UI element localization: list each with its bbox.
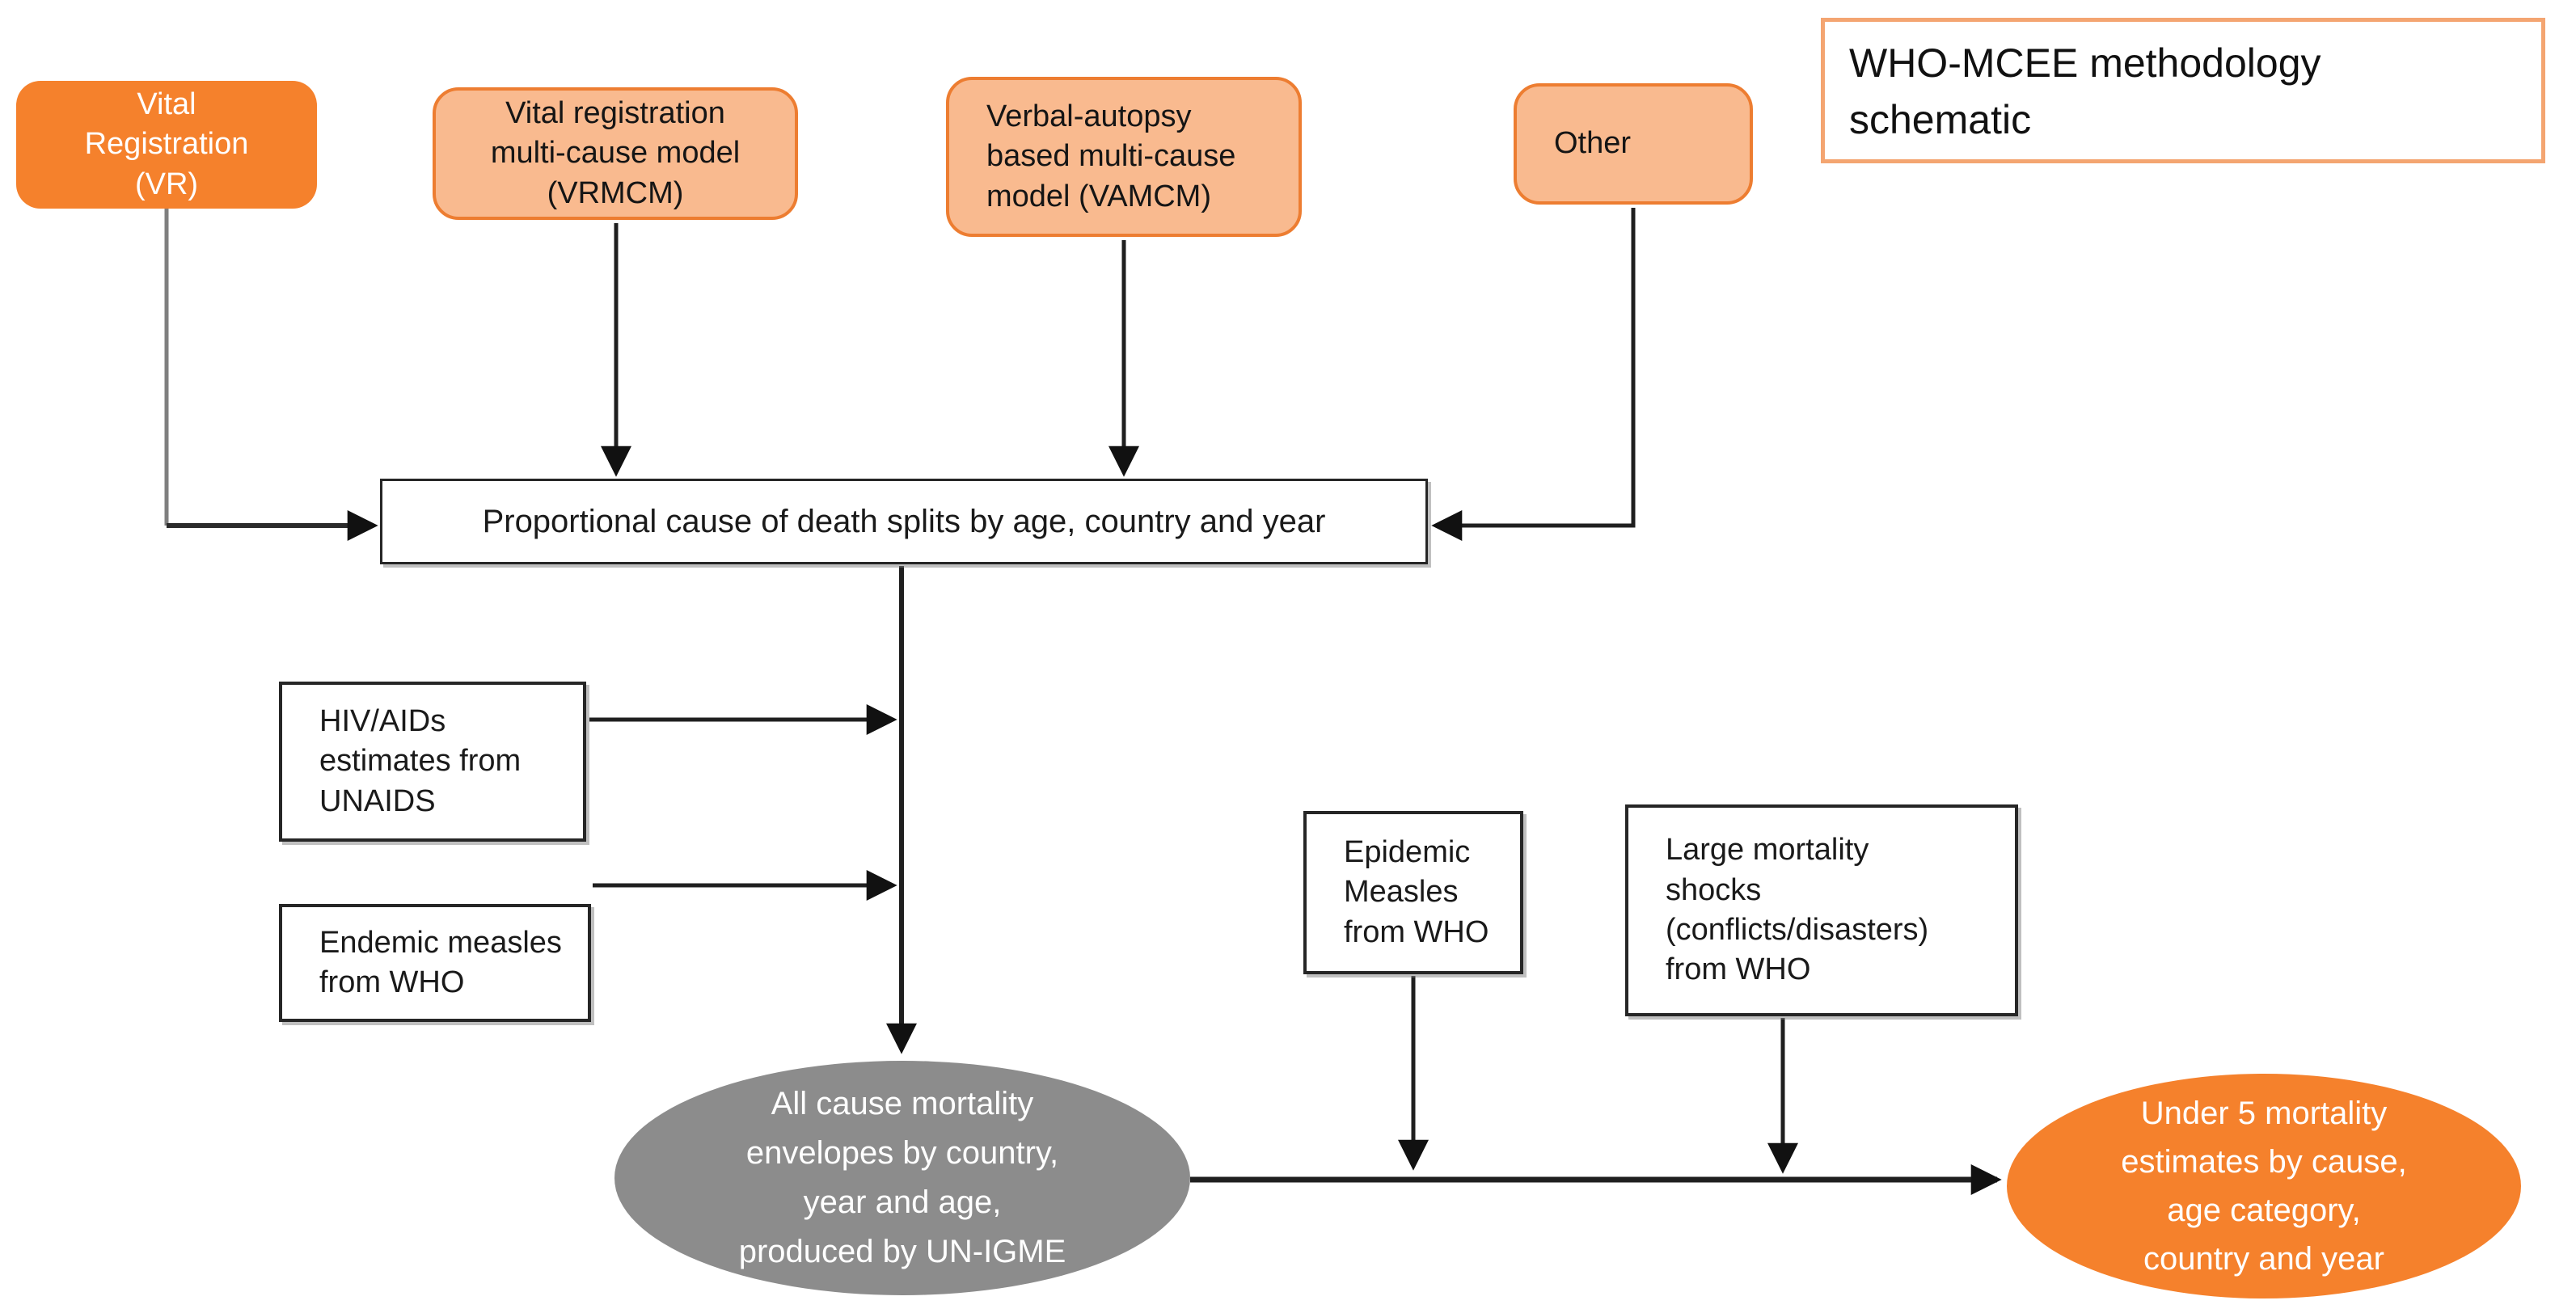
node-vrmcm: Vital registration multi-cause model (VR… bbox=[433, 87, 798, 220]
node-other: Other bbox=[1514, 83, 1753, 205]
node-endemic-measles: Endemic measles from WHO bbox=[279, 904, 591, 1022]
node-vamcm: Verbal-autopsy based multi-cause model (… bbox=[946, 77, 1302, 237]
node-hiv-aids-estimates: HIV/AIDs estimates from UNAIDS bbox=[279, 682, 586, 842]
node-mortality-shocks: Large mortality shocks (conflicts/disast… bbox=[1625, 804, 2018, 1016]
node-vital-registration: Vital Registration (VR) bbox=[16, 81, 317, 209]
connector-other-to-splits-arrow bbox=[1431, 208, 1636, 541]
node-all-cause-mortality-envelopes: All cause mortality envelopes by country… bbox=[614, 1061, 1190, 1295]
diagram-title: WHO-MCEE methodology schematic bbox=[1821, 18, 2545, 163]
node-under5-mortality-estimates: Under 5 mortality estimates by cause, ag… bbox=[2007, 1074, 2521, 1298]
node-proportional-splits: Proportional cause of death splits by ag… bbox=[380, 479, 1428, 564]
node-epidemic-measles: Epidemic Measles from WHO bbox=[1303, 811, 1523, 974]
